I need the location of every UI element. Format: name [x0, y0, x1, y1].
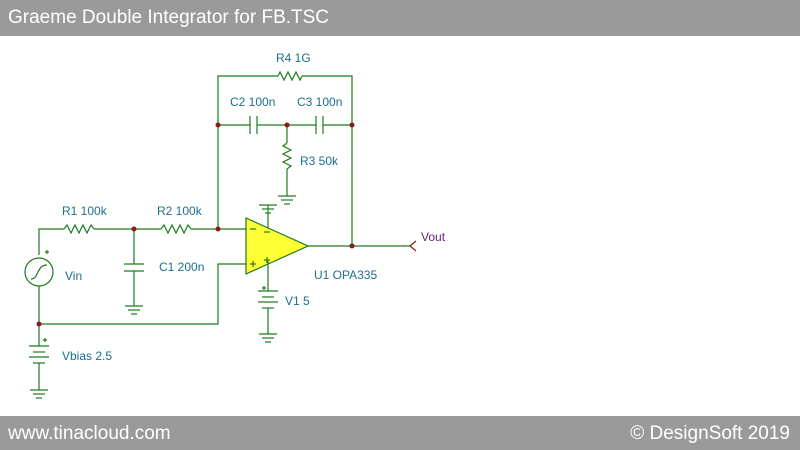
- v1-label: V1 5: [285, 294, 310, 308]
- r1-label: R1 100k: [62, 204, 108, 218]
- v1-ground-symbol: [259, 333, 277, 343]
- r3-resistor[interactable]: [281, 142, 293, 170]
- r3-label: R3 50k: [300, 154, 339, 168]
- r3-ground-symbol: [278, 195, 296, 205]
- vbias-ground-symbol: [30, 389, 48, 399]
- opamp-top-ground-symbol: [259, 204, 277, 214]
- noninverting-input-wire: [39, 263, 246, 325]
- vout-terminal[interactable]: [409, 240, 417, 252]
- vin-label: Vin: [65, 269, 82, 283]
- title-bar: Graeme Double Integrator for FB.TSC: [0, 0, 800, 36]
- vout-label: Vout: [421, 230, 446, 244]
- r4-resistor[interactable]: [277, 70, 303, 82]
- c2-capacitor[interactable]: [249, 116, 258, 134]
- c3-capacitor[interactable]: [315, 116, 324, 134]
- r4-label: R4 1G: [276, 51, 311, 65]
- c1-capacitor[interactable]: [124, 263, 144, 272]
- junction-node: [131, 226, 137, 232]
- u1-label: U1 OPA335: [314, 268, 377, 282]
- r4-wire: [217, 75, 278, 125]
- vin-top-wire: [38, 228, 64, 255]
- c1-label: C1 200n: [159, 260, 204, 274]
- junction-node: [284, 122, 290, 128]
- junction-node: [349, 243, 355, 249]
- r4-wire-right: [302, 75, 353, 125]
- junction-node: [215, 122, 221, 128]
- c2-label: C2 100n: [230, 95, 275, 109]
- vin-source[interactable]: [24, 250, 54, 287]
- vbias-label: Vbias 2.5: [62, 349, 112, 363]
- junction-node: [349, 122, 355, 128]
- junction-node: [36, 321, 42, 327]
- footer-copyright: © DesignSoft 2019: [630, 423, 790, 444]
- c1-ground-symbol: [125, 305, 143, 315]
- u1-opamp[interactable]: [245, 217, 310, 275]
- footer-bar: www.tinacloud.com © DesignSoft 2019: [0, 416, 800, 450]
- r2-label: R2 100k: [157, 204, 203, 218]
- schematic-title: Graeme Double Integrator for FB.TSC: [8, 7, 330, 28]
- c3-label: C3 100n: [297, 95, 342, 109]
- r1-resistor[interactable]: [63, 223, 95, 235]
- footer-website[interactable]: www.tinacloud.com: [8, 423, 171, 444]
- junction-node: [215, 226, 221, 232]
- r2-resistor[interactable]: [160, 223, 192, 235]
